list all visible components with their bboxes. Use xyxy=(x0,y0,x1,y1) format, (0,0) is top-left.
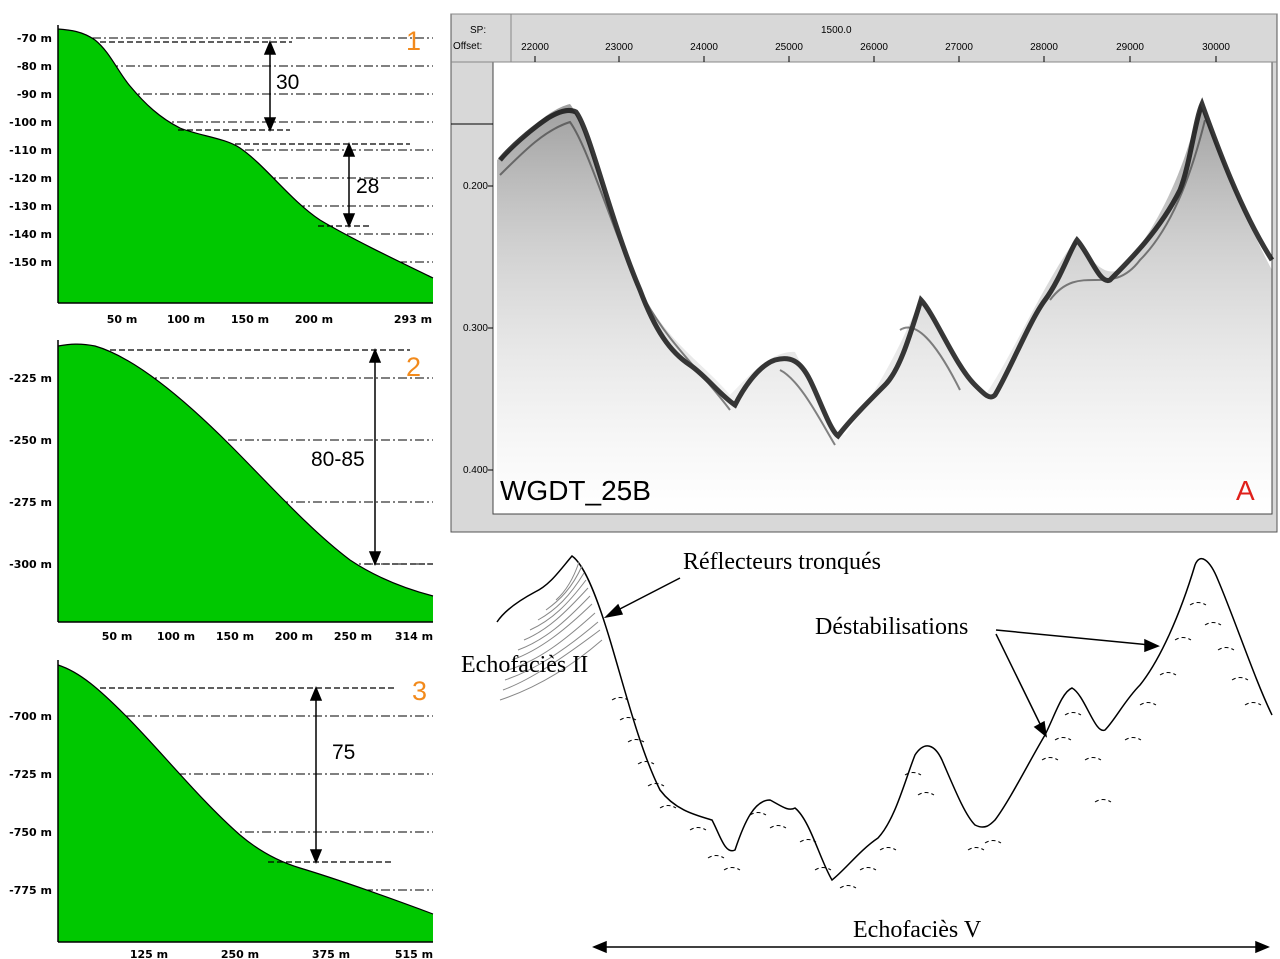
time-tick-label: 0.200 xyxy=(463,181,488,192)
y-tick-label: -100 m xyxy=(9,116,52,129)
sp-value: 1500.0 xyxy=(821,25,852,36)
y-tick-label: -300 m xyxy=(9,558,52,571)
profile-1-arrow-30 xyxy=(263,40,277,132)
x-tick-label: 293 m xyxy=(394,313,432,326)
x-tick-label: 200 m xyxy=(295,313,333,326)
offset-tick-label: 24000 xyxy=(690,42,718,53)
x-tick-label: 125 m xyxy=(130,948,168,959)
time-tick-label: 0.300 xyxy=(463,323,488,334)
profile-3-arrow-75 xyxy=(309,686,323,864)
echofacies-5-extent-arrow xyxy=(592,940,1270,954)
label-destabilisations: Déstabilisations xyxy=(815,614,968,640)
profile-2-measure: 80-85 xyxy=(311,448,365,471)
y-tick-label: -140 m xyxy=(9,228,52,241)
x-tick-label: 150 m xyxy=(231,313,269,326)
offset-tick-label: 25000 xyxy=(775,42,803,53)
profile-1-surface-line xyxy=(57,28,434,279)
profile-2-arrow-80-85 xyxy=(368,348,382,566)
seismic-reflection-halo xyxy=(497,103,1272,514)
x-tick-label: 50 m xyxy=(102,630,133,643)
y-tick-label: -90 m xyxy=(17,88,52,101)
time-axis: 0.200 0.300 0.400 xyxy=(463,181,493,476)
offset-tick-label: 22000 xyxy=(521,42,549,53)
profile-1-number: 1 xyxy=(406,26,421,56)
y-tick-label: -80 m xyxy=(17,60,52,73)
profile-3-measure: 75 xyxy=(332,741,355,764)
interpreted-seafloor xyxy=(496,554,1273,882)
truncated-reflectors-hatching xyxy=(499,561,603,701)
y-tick-label: -700 m xyxy=(9,710,52,723)
x-tick-label: 250 m xyxy=(221,948,259,959)
profile-2: 80-85 2 -225 m -250 m -275 m -300 m 50 m… xyxy=(9,340,434,643)
offset-tick-label: 27000 xyxy=(945,42,973,53)
profile-1-y-axis: -70 m -80 m -90 m -100 m -110 m -120 m -… xyxy=(9,32,52,269)
label-echofacies-5: Echofaciès V xyxy=(853,917,982,943)
profile-1-arrow-28 xyxy=(342,142,356,228)
panel-letter: A xyxy=(1236,475,1255,506)
interpretation-sketch: Réflecteurs tronqués Déstabilisations Ec… xyxy=(461,549,1273,954)
label-echofacies-2: Echofaciès II xyxy=(461,652,588,678)
x-tick-label: 250 m xyxy=(334,630,372,643)
offset-axis: 22000 23000 24000 25000 26000 27000 2800… xyxy=(521,42,1230,62)
profile-1: 30 28 1 -70 m -80 m -90 m -100 m -110 m … xyxy=(9,25,434,326)
x-tick-label: 314 m xyxy=(395,630,433,643)
profile-3: 75 3 -700 m -725 m -750 m -775 m 125 m 2… xyxy=(9,660,434,959)
y-tick-label: -275 m xyxy=(9,496,52,509)
profile-2-x-axis: 50 m 100 m 150 m 200 m 250 m 314 m xyxy=(102,630,433,643)
time-tick-label: 0.400 xyxy=(463,465,488,476)
profile-3-y-axis: -700 m -725 m -750 m -775 m xyxy=(9,710,52,897)
destabilisation-marks xyxy=(611,602,1262,889)
y-tick-label: -70 m xyxy=(17,32,52,45)
x-tick-label: 100 m xyxy=(167,313,205,326)
profile-name: WGDT_25B xyxy=(500,475,651,506)
y-tick-label: -250 m xyxy=(9,434,52,447)
profile-2-number: 2 xyxy=(406,352,421,382)
y-tick-label: -225 m xyxy=(9,372,52,385)
x-tick-label: 50 m xyxy=(107,313,138,326)
offset-tick-label: 28000 xyxy=(1030,42,1058,53)
x-tick-label: 200 m xyxy=(275,630,313,643)
y-tick-label: -120 m xyxy=(9,172,52,185)
x-tick-label: 100 m xyxy=(157,630,195,643)
x-tick-label: 150 m xyxy=(216,630,254,643)
destab-arrows xyxy=(995,629,1160,738)
profile-1-slope xyxy=(58,29,433,303)
y-tick-label: -725 m xyxy=(9,768,52,781)
y-tick-label: -150 m xyxy=(9,256,52,269)
profile-2-y-axis: -225 m -250 m -275 m -300 m xyxy=(9,372,52,571)
profile-3-x-axis: 125 m 250 m 375 m 515 m xyxy=(130,948,433,959)
offset-tick-label: 23000 xyxy=(605,42,633,53)
profile-1-measure-30: 30 xyxy=(276,71,299,94)
profile-3-slope xyxy=(58,665,433,942)
y-tick-label: -750 m xyxy=(9,826,52,839)
y-tick-label: -130 m xyxy=(9,200,52,213)
sp-label: SP: xyxy=(470,25,486,36)
offset-label: Offset: xyxy=(453,41,482,52)
y-tick-label: -775 m xyxy=(9,884,52,897)
seismic-panel: SP: Offset: 1500.0 22000 23000 24000 250… xyxy=(450,13,1278,533)
x-tick-label: 515 m xyxy=(395,948,433,959)
profile-2-slope xyxy=(58,344,433,622)
profile-1-x-axis: 50 m 100 m 150 m 200 m 293 m xyxy=(107,313,432,326)
label-truncated-reflectors: Réflecteurs tronqués xyxy=(683,549,881,575)
offset-tick-label: 30000 xyxy=(1202,42,1230,53)
profile-1-measure-28: 28 xyxy=(356,175,379,198)
x-tick-label: 375 m xyxy=(312,948,350,959)
offset-tick-label: 29000 xyxy=(1116,42,1144,53)
offset-tick-label: 26000 xyxy=(860,42,888,53)
y-tick-label: -110 m xyxy=(9,144,52,157)
truncated-reflectors-arrow xyxy=(603,577,681,619)
profile-3-number: 3 xyxy=(412,676,427,706)
